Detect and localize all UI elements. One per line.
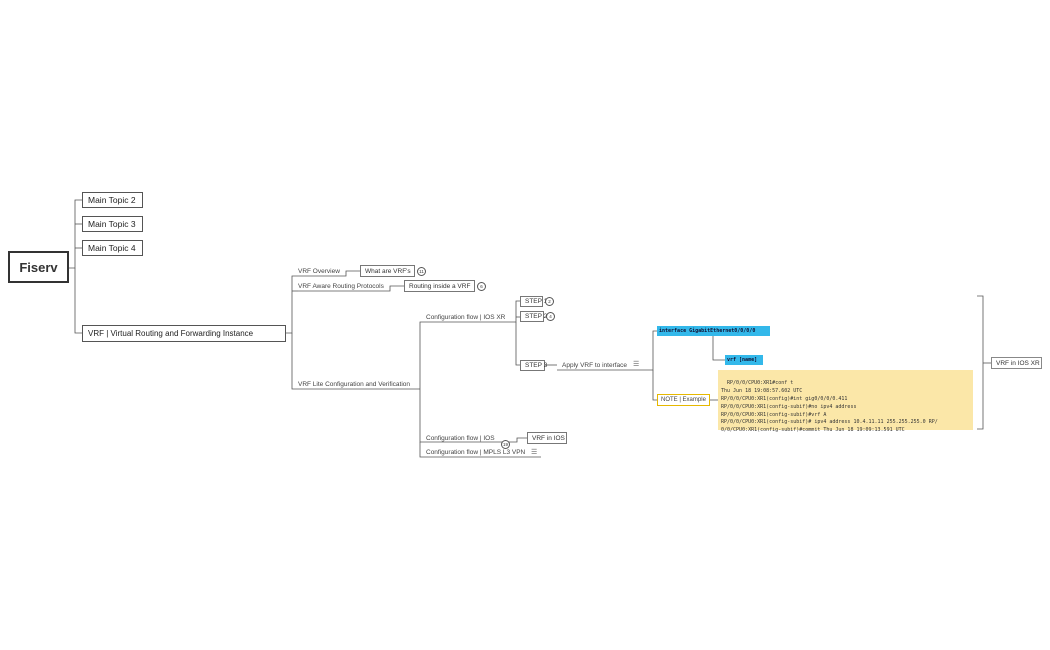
central-topic[interactable]: Fiserv [8, 251, 69, 283]
attachment-count-badge[interactable]: 6 [477, 282, 486, 291]
vrf-overview-topic[interactable]: VRF Overview [298, 267, 340, 276]
config-flow-ios-topic[interactable]: Configuration flow | IOS [426, 434, 495, 443]
main-topic-label: Main Topic 4 [88, 243, 136, 253]
main-topic-2[interactable]: Main Topic 2 [82, 192, 143, 208]
step-3-topic[interactable]: STEP 3 [520, 360, 548, 371]
routing-inside-vrf-topic[interactable]: Routing inside a VRF [404, 280, 475, 292]
vrf-topic[interactable]: VRF | Virtual Routing and Forwarding Ins… [82, 325, 286, 342]
example-code-block[interactable]: RP/0/0/CPU0:XR1#conf t Thu Jun 18 19:08:… [718, 370, 973, 434]
main-topic-label: Main Topic 3 [88, 219, 136, 229]
config-flow-ios-xr-topic[interactable]: Configuration flow | IOS XR [426, 313, 505, 322]
vrf-overview-label: VRF Overview [298, 268, 340, 275]
step-1-topic[interactable]: STEP 1 [520, 296, 547, 307]
vrf-aware-topic[interactable]: VRF Aware Routing Protocols [298, 282, 384, 291]
what-are-vrfs-label: What are VRF's [365, 267, 411, 275]
vrf-aware-label: VRF Aware Routing Protocols [298, 283, 384, 290]
config-flow-mpls-topic[interactable]: Configuration flow | MPLS L3 VPN [426, 448, 525, 457]
routing-inside-vrf-label: Routing inside a VRF [409, 282, 471, 290]
step-2-topic[interactable]: STEP 2 [520, 311, 548, 322]
vrf-in-ios-topic[interactable]: VRF in IOS [527, 432, 567, 444]
summary-label: VRF in IOS XR [996, 359, 1040, 367]
main-topic-label: Main Topic 2 [88, 195, 136, 205]
central-topic-label: Fiserv [19, 259, 58, 275]
attachment-count-badge[interactable]: 2 [545, 297, 554, 306]
what-are-vrfs-topic[interactable]: What are VRF's [360, 265, 415, 277]
vrf-lite-topic[interactable]: VRF Lite Configuration and Verification [298, 380, 410, 389]
badge-number: 6 [480, 284, 483, 289]
interface-code-topic[interactable]: interface GigabitEthernet0/0/0/0 [657, 326, 770, 336]
vrf-in-ios-xr-summary[interactable]: VRF in IOS XR [991, 357, 1042, 369]
example-code-text: RP/0/0/CPU0:XR1#conf t Thu Jun 18 19:08:… [721, 379, 938, 434]
badge-number: 4 [549, 314, 552, 319]
notes-icon[interactable]: ☰ [531, 449, 538, 456]
config-flow-mpls-label: Configuration flow | MPLS L3 VPN [426, 449, 526, 456]
main-topic-3[interactable]: Main Topic 3 [82, 216, 143, 232]
step-label: STEP 3 [525, 362, 548, 369]
vrf-name-code-topic[interactable]: vrf [name] [725, 355, 763, 365]
vrf-name-code-label: vrf [name] [727, 357, 758, 363]
vrf-lite-label: VRF Lite Configuration and Verification [298, 381, 411, 388]
note-example-label: NOTE | Example [661, 397, 706, 403]
vrf-in-ios-label: VRF in IOS [532, 434, 565, 442]
apply-vrf-label: Apply VRF to interface [562, 362, 628, 369]
attachment-count-badge[interactable]: 11 [417, 267, 426, 276]
step-label: STEP 2 [525, 313, 548, 320]
attachment-count-badge[interactable]: 19 [501, 440, 510, 449]
apply-vrf-topic[interactable]: Apply VRF to interface [562, 361, 627, 370]
step-label: STEP 1 [525, 298, 548, 305]
vrf-topic-label: VRF | Virtual Routing and Forwarding Ins… [88, 329, 254, 338]
badge-number: 11 [419, 269, 424, 274]
badge-number: 19 [502, 442, 508, 447]
notes-icon[interactable]: ☰ [633, 361, 640, 368]
attachment-count-badge[interactable]: 4 [546, 312, 555, 321]
config-flow-ios-label: Configuration flow | IOS [426, 435, 495, 442]
note-example-topic[interactable]: NOTE | Example [657, 394, 710, 406]
config-flow-ios-xr-label: Configuration flow | IOS XR [426, 314, 506, 321]
badge-number: 2 [548, 299, 551, 304]
interface-code-label: interface GigabitEthernet0/0/0/0 [659, 328, 756, 334]
main-topic-4[interactable]: Main Topic 4 [82, 240, 143, 256]
